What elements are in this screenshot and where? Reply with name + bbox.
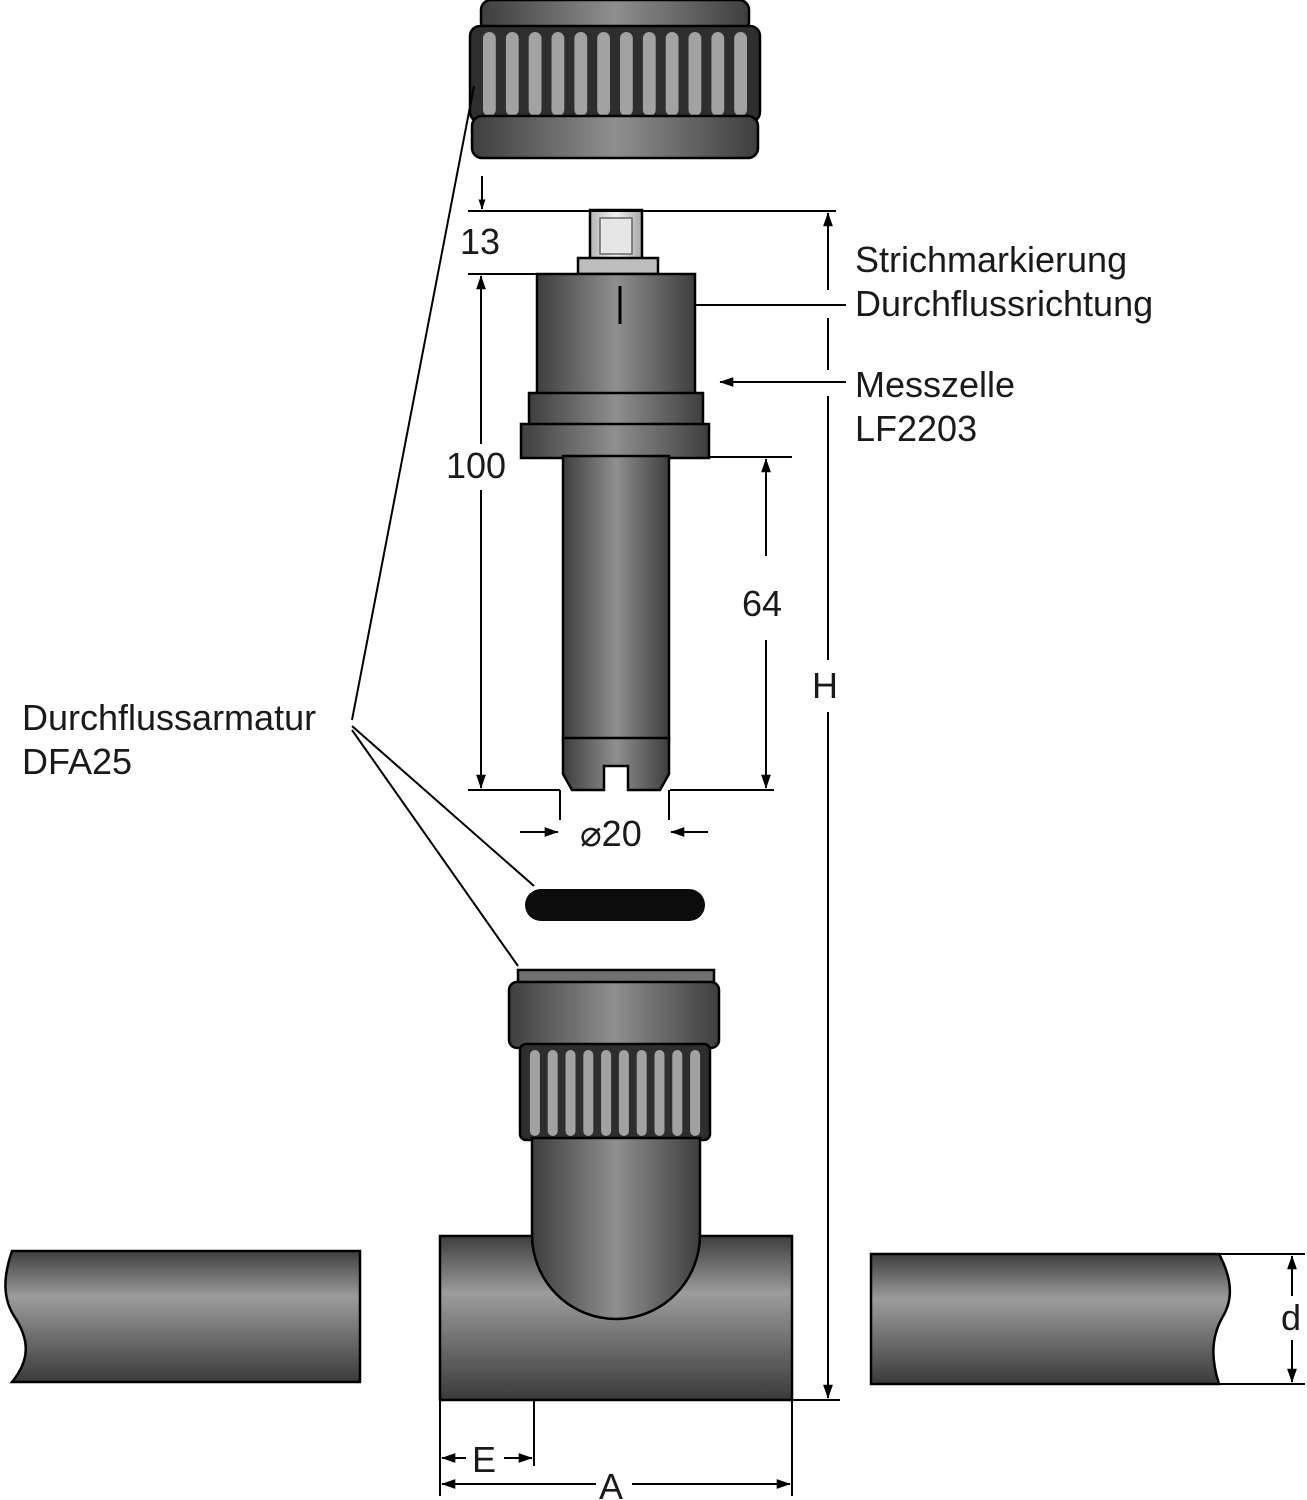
knurl-rib — [529, 1050, 540, 1136]
dim-pipe-diameter: d — [1281, 1297, 1301, 1338]
label-strichmarkierung: Strichmarkierung — [855, 239, 1127, 280]
tee-body — [438, 1136, 794, 1402]
lower-union — [507, 968, 721, 1142]
label-dfa25: DFA25 — [22, 741, 132, 782]
o-ring — [525, 889, 705, 921]
knurl-rib — [528, 32, 542, 116]
dim-diameter: ⌀20 — [580, 813, 642, 854]
knurl-rib — [574, 32, 588, 116]
label-messzelle: Messzelle — [855, 364, 1015, 405]
label-lf2203: LF2203 — [855, 408, 977, 449]
knurl-rib — [734, 32, 747, 116]
knurl-rib — [547, 1050, 558, 1136]
dim-top-gap: 13 — [460, 221, 500, 262]
knurl-rib — [601, 1050, 612, 1136]
knurl-rib — [618, 1050, 629, 1136]
knurl-rib — [483, 32, 496, 116]
knurl-rib — [620, 32, 633, 116]
dimension-lines — [439, 176, 1305, 1496]
knurl-rib — [711, 32, 725, 116]
dim-probe-length: 64 — [742, 583, 782, 624]
lower-union-ribs — [529, 1050, 701, 1136]
knurl-rib — [665, 32, 679, 116]
knurl-rib — [690, 1050, 701, 1136]
knurl-rib — [688, 32, 702, 116]
knurl-rib — [583, 1050, 594, 1136]
knurl-rib — [565, 1050, 576, 1136]
top-cap — [468, 0, 762, 160]
left-pipe — [4, 1249, 362, 1384]
dim-cell-length: 100 — [446, 445, 506, 486]
label-durchflussrichtung: Durchflussrichtung — [855, 283, 1153, 324]
knurl-rib — [505, 32, 519, 116]
dim-height: H — [812, 665, 838, 706]
label-durchflussarmatur: Durchflussarmatur — [22, 697, 316, 738]
dim-offset: E — [472, 1439, 496, 1480]
top-cap-ribs — [483, 32, 747, 116]
measuring-cell — [519, 208, 711, 792]
leader-lines — [351, 85, 846, 967]
knurl-rib — [672, 1050, 683, 1136]
knurl-rib — [636, 1050, 647, 1136]
right-pipe — [869, 1252, 1232, 1386]
knurl-rib — [597, 32, 610, 116]
knurl-rib — [551, 32, 565, 116]
knurl-rib — [642, 32, 656, 116]
knurl-rib — [654, 1050, 665, 1136]
dim-tee-length: A — [599, 1466, 623, 1500]
